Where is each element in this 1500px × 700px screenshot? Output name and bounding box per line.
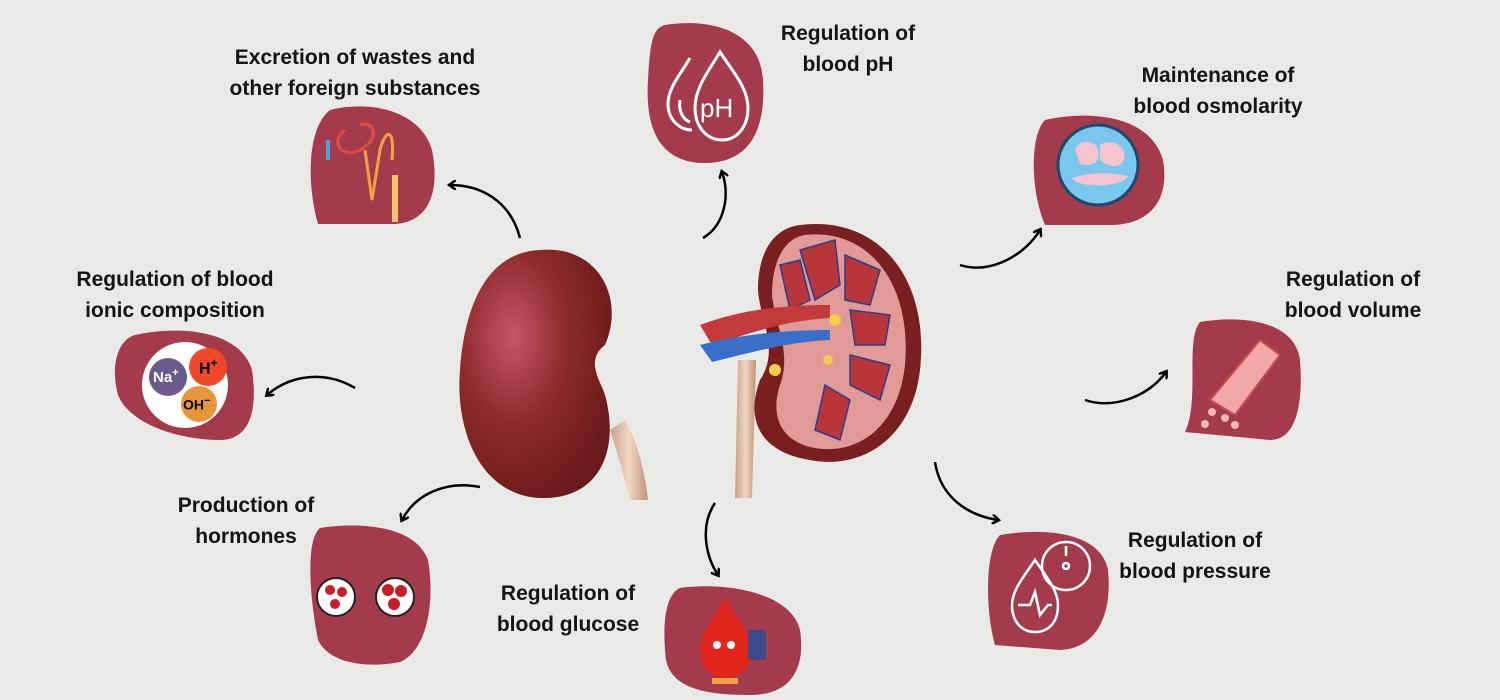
excretion-blob [310,106,435,224]
ions-icon [142,342,228,428]
nephron-icon [326,122,398,222]
blood-drop-mascot-icon [700,598,766,684]
pressure-blob [988,531,1109,650]
ph-blob [647,23,764,164]
ph-icon-label: pH [700,93,734,123]
red-blood-cells-icon [316,577,415,617]
arrow-to-ionic [267,375,356,395]
arrow-to-ph [702,172,726,240]
osmolarity-cells-icon [1056,123,1140,207]
arrow-to-hormones [402,484,481,520]
arrow-to-glucose [704,502,718,575]
hydrogen-ion: H+ [199,356,218,378]
kidney-cross-section-illustration [700,223,922,498]
ph-drops-icon [666,49,750,142]
arrow-to-excretion [450,185,522,239]
sodium-ion: Na+ [153,367,179,386]
arrow-to-pressure [933,461,998,520]
hormones-blob [310,525,431,665]
kidney-exterior-illustration [459,249,648,500]
arrow-to-osmolarity [959,230,1040,269]
blood-vessel-icon [1201,338,1282,429]
hydroxide-ion: OH− [183,395,211,413]
arrow-to-volume [1084,372,1166,405]
blood-pressure-icon [1010,540,1092,634]
